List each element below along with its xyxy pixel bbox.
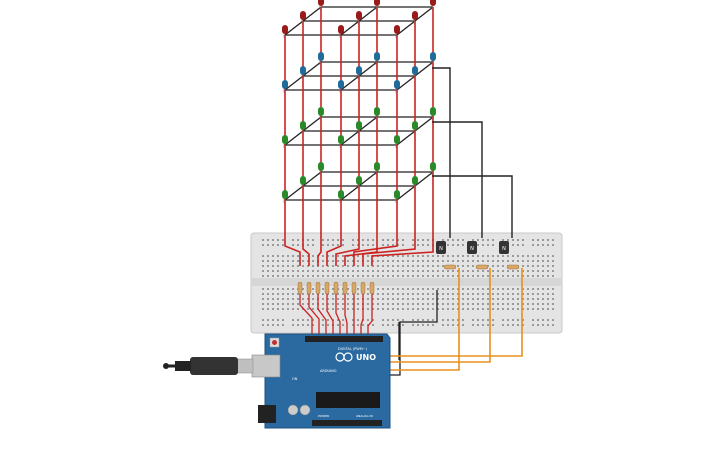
led-green[interactable] <box>430 107 436 120</box>
header-label: DIGITAL (PWM~) <box>338 347 368 351</box>
resistor[interactable] <box>306 281 312 295</box>
led-green[interactable] <box>374 162 380 175</box>
led-blue[interactable] <box>282 80 288 93</box>
usb-cable <box>163 357 254 375</box>
resistor[interactable] <box>297 281 303 295</box>
breadboard[interactable] <box>250 232 563 334</box>
led-blue[interactable] <box>374 52 380 65</box>
resistor[interactable] <box>351 281 357 295</box>
led-red[interactable] <box>318 0 324 10</box>
led-red[interactable] <box>282 25 288 38</box>
led-red[interactable] <box>338 25 344 38</box>
resistor[interactable] <box>333 281 339 295</box>
transistor-label: N <box>439 246 443 252</box>
led-green[interactable] <box>374 107 380 120</box>
column-wires <box>284 7 434 266</box>
led-green[interactable] <box>282 190 288 203</box>
led-green[interactable] <box>430 162 436 175</box>
led-blue[interactable] <box>412 66 418 79</box>
led-red[interactable] <box>394 25 400 38</box>
transistor-label: N <box>470 246 474 252</box>
led-red[interactable] <box>356 11 362 24</box>
led-red[interactable] <box>412 11 418 24</box>
led-green[interactable] <box>412 121 418 134</box>
led-blue[interactable] <box>300 66 306 79</box>
model-label: ARDUINO <box>320 369 337 373</box>
led-green[interactable] <box>318 107 324 120</box>
led-green[interactable] <box>338 190 344 203</box>
led-red[interactable] <box>430 0 436 10</box>
led-green[interactable] <box>394 190 400 203</box>
resistor[interactable] <box>369 281 375 295</box>
led-green[interactable] <box>282 135 288 148</box>
led-green[interactable] <box>318 162 324 175</box>
column-resistors <box>297 281 375 295</box>
led-green[interactable] <box>394 135 400 148</box>
led-cube <box>282 0 436 203</box>
transistor-1[interactable]: N <box>436 241 446 254</box>
transistor-3[interactable]: N <box>499 241 509 254</box>
led-red[interactable] <box>300 11 306 24</box>
base-resistors <box>443 264 520 270</box>
led-blue[interactable] <box>430 52 436 65</box>
led-green[interactable] <box>338 135 344 148</box>
power-label: POWER <box>318 414 329 418</box>
led-blue[interactable] <box>356 66 362 79</box>
analog-label: ANALOG IN <box>356 414 373 418</box>
led-green[interactable] <box>412 176 418 189</box>
led-blue[interactable] <box>338 80 344 93</box>
led-red[interactable] <box>374 0 380 10</box>
transistor-label: N <box>502 246 506 252</box>
led-blue[interactable] <box>394 80 400 93</box>
layer-wires <box>432 67 513 238</box>
arduino-board[interactable]: UNO DIGITAL (PWM~) ARDUINO ON POWER ANAL… <box>251 333 391 429</box>
led-green[interactable] <box>356 121 362 134</box>
on-label: ON <box>292 377 298 381</box>
led-green[interactable] <box>300 176 306 189</box>
led-green[interactable] <box>356 176 362 189</box>
transistor-2[interactable]: N <box>467 241 477 254</box>
led-green[interactable] <box>300 121 306 134</box>
resistor[interactable] <box>342 281 348 295</box>
resistor[interactable] <box>360 281 366 295</box>
led-blue[interactable] <box>318 52 324 65</box>
header-wires <box>299 294 373 338</box>
resistor[interactable] <box>315 281 321 295</box>
board-brand: UNO <box>356 353 376 362</box>
resistor[interactable] <box>324 281 330 295</box>
